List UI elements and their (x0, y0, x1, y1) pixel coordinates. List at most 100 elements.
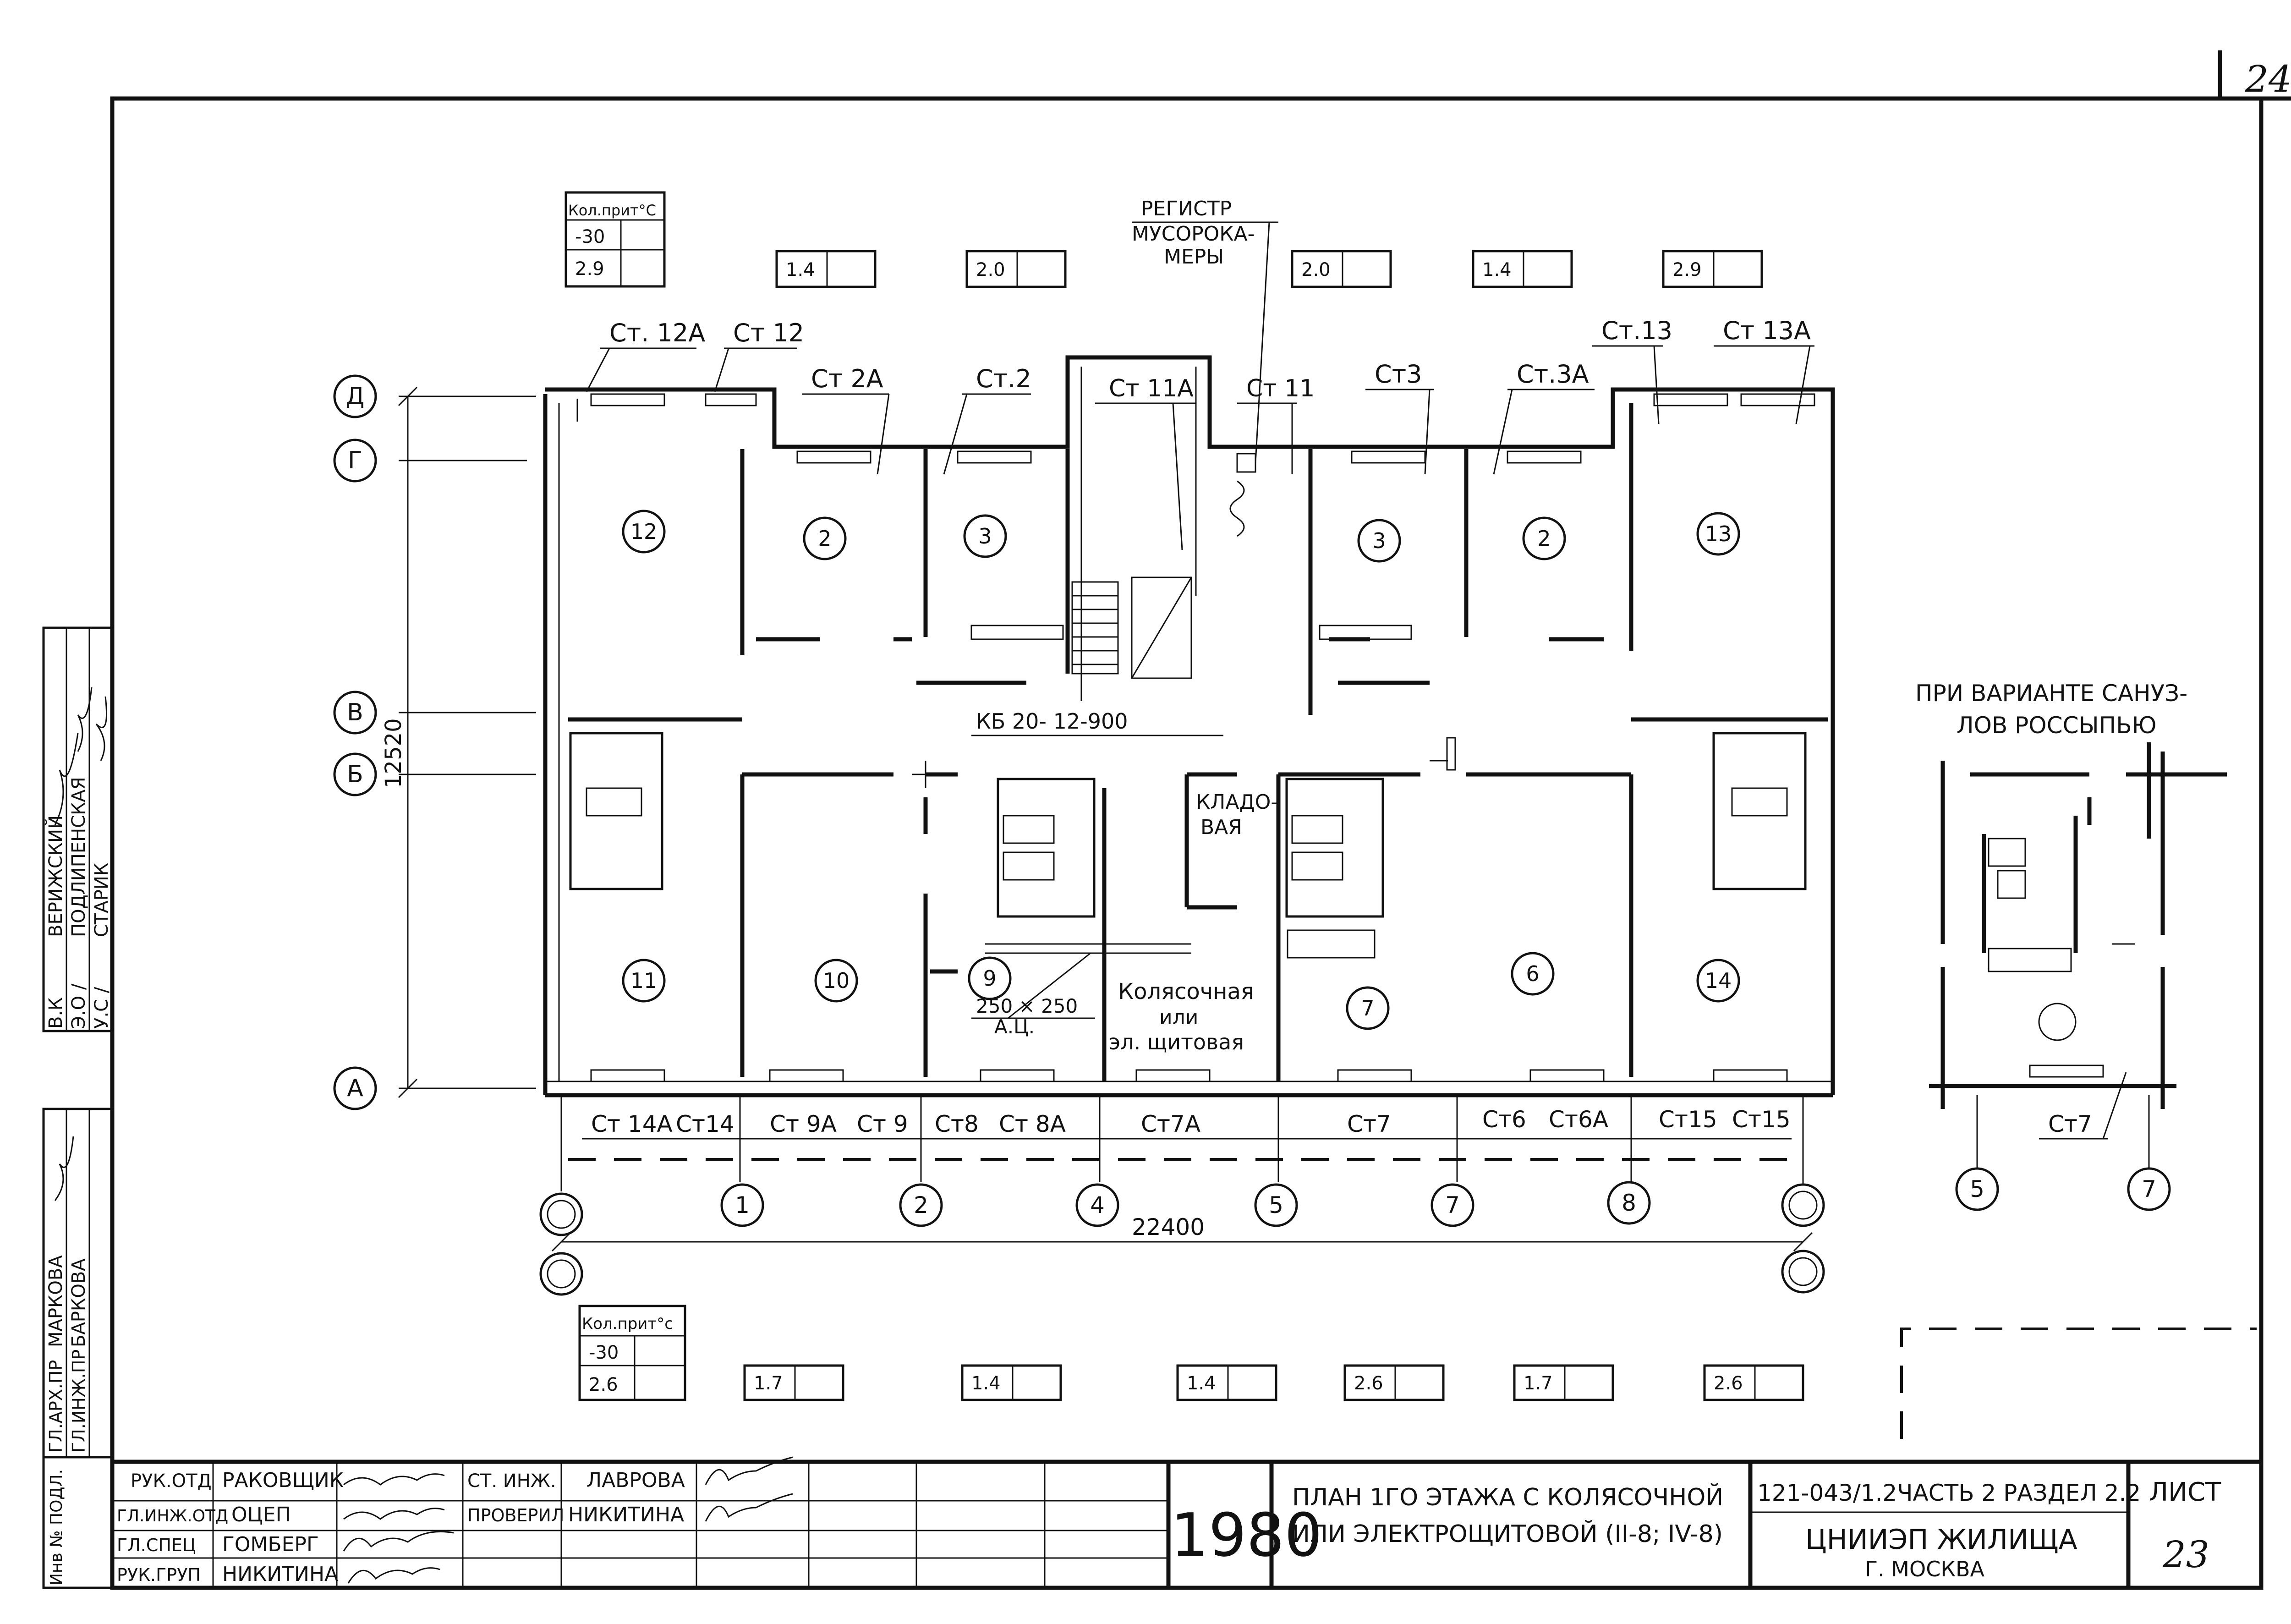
temp-top-value-1: 2.9 (575, 258, 604, 280)
variant-axis-5: 5 (1970, 1176, 1984, 1202)
variant-axis-7: 7 (2142, 1176, 2156, 1202)
strip-role-2: Э.О / (68, 983, 89, 1029)
riser-top-11: Ст 11 (1246, 375, 1315, 402)
riser-bottom-8: Ст8 (935, 1111, 979, 1137)
windows (590, 393, 1815, 1082)
riser-bottom-14: Ст14 (676, 1111, 734, 1137)
temp-top-value-5: 1.4 (1482, 259, 1512, 280)
stamp-area-outline (1900, 1328, 2257, 1439)
tb-year: 1980 (1171, 1500, 1322, 1570)
variant-title-1: ПРИ ВАРИАНТЕ САНУЗ- (1915, 680, 2187, 707)
riser-top-13a: Ст 13А (1723, 316, 1811, 345)
dim-height: 12520 (381, 718, 406, 788)
dim-width: 22400 (1132, 1214, 1205, 1240)
col-axis-7: 7 (1445, 1192, 1460, 1218)
temp-box-bottom-3: 1.4 (961, 1364, 1062, 1401)
room-12: 12 (630, 519, 658, 544)
column-axes: 1 2 4 5 7 8 22400 (539, 1095, 1825, 1296)
variant-inset: ПРИ ВАРИАНТЕ САНУЗ- ЛОВ РОССЫПЬЮ Ст7 5 7 (1915, 680, 2227, 1211)
tb-extra-role-1: СТ. ИНЖ. (467, 1470, 556, 1492)
pantry-line-2: ВАЯ (1200, 816, 1242, 839)
register-label: РЕГИСТР МУСОРОКА- МЕРЫ (1132, 197, 1278, 463)
riser-bottom-9: Ст 9 (857, 1111, 908, 1137)
riser-bottom-14a: Ст 14А (591, 1111, 673, 1137)
riser-bottom-9a: Ст 9А (770, 1111, 837, 1137)
temp-box-top-3: 2.0 (965, 250, 1067, 288)
col-axis-1: 1 (735, 1192, 750, 1218)
riser-bottom-7a: Ст7А (1141, 1111, 1200, 1137)
row-axes: Д Г В Б А 12520 (333, 374, 536, 1110)
duct-line-1: 250 × 250 (976, 995, 1078, 1017)
strip-role-1: В.К (45, 997, 66, 1029)
stroller-line-1: Колясочная (1118, 979, 1254, 1004)
temp-top-value-4: 2.0 (1301, 259, 1331, 280)
temp-table-bottom-left: Кол.прит°с -30 2.6 (578, 1305, 686, 1401)
temp-row1-bottom: -30 (589, 1342, 619, 1363)
approver-name-1: МАРКОВА (45, 1255, 66, 1347)
col-axis-2: 2 (914, 1192, 928, 1218)
room-9: 9 (983, 966, 996, 991)
temp-bottom-value-2: 1.7 (754, 1373, 783, 1394)
tb-role-3: ГЛ.СПЕЦ (117, 1535, 196, 1555)
plan-labels: КБ 20- 12-900 КЛАДО- ВАЯ Колясочная или … (971, 709, 1278, 1054)
sheet-number: 24 (2245, 58, 2291, 100)
strip-role-3: У.С / (91, 987, 112, 1029)
riser-top-12: Ст 12 (733, 318, 804, 347)
tb-extra-role-2: ПРОВЕРИЛ (467, 1505, 564, 1525)
temp-box-top-2: 1.4 (775, 250, 877, 288)
variant-title-2: ЛОВ РОССЫПЬЮ (1957, 712, 2156, 739)
temp-bottom-value-1: 2.6 (589, 1374, 618, 1395)
temp-box-bottom-4: 1.4 (1176, 1364, 1277, 1401)
strip-name-1: ВЕРИЖСКИЙ (44, 815, 66, 937)
tb-role-1: РУК.ОТД (131, 1470, 212, 1492)
temp-box-top-6: 2.9 (1662, 250, 1763, 288)
temp-bottom-value-5: 2.6 (1354, 1373, 1383, 1394)
tb-name-2: ОЦЕП (231, 1503, 291, 1526)
room-numbers: 12 2 3 3 2 13 11 10 9 7 6 14 (622, 510, 1740, 1030)
room-2-right: 2 (1537, 526, 1551, 551)
tb-extra-name-2: НИКИТИНА (568, 1503, 684, 1526)
temp-header-bottom: Кол.прит°с (582, 1315, 673, 1333)
riser-bottom-7: Ст7 (1347, 1111, 1391, 1137)
pantry-line-1: КЛАДО- (1196, 790, 1278, 814)
temp-box-bottom-6: 1.7 (1513, 1364, 1614, 1401)
strip-name-3: СТАРИК (91, 863, 112, 937)
left-approval-strip: В.К ВЕРИЖСКИЙ Э.О / ПОДЛИПЕНСКАЯ У.С / С… (42, 626, 114, 1589)
room-3-left: 3 (978, 524, 992, 549)
riser-top-3a: Ст.3А (1517, 360, 1589, 389)
stroller-line-2: или (1159, 1006, 1198, 1029)
top-riser-labels: Ст. 12А Ст 12 Ст 2А Ст.2 Ст 11А Ст 11 Ст… (586, 316, 1814, 550)
room-3-right: 3 (1372, 528, 1386, 553)
strip-name-2: ПОДЛИПЕНСКАЯ (68, 777, 89, 937)
inv-label: Инв № ПОДЛ. (47, 1469, 66, 1586)
temp-bottom-value-6: 1.7 (1524, 1373, 1553, 1394)
riser-bottom-15b: Ст15 (1732, 1106, 1791, 1133)
temp-box-bottom-2: 1.7 (743, 1364, 844, 1401)
col-axis-8: 8 (1622, 1190, 1636, 1216)
tb-title-1: ПЛАН 1ГО ЭТАЖА С КОЛЯСОЧНОЙ (1292, 1483, 1723, 1511)
col-axis-4: 4 (1090, 1192, 1105, 1218)
tb-role-2: ГЛ.ИНЖ.ОТД (117, 1507, 228, 1525)
register-line-2: МУСОРОКА- (1132, 222, 1255, 246)
stroller-line-3: эл. щитовая (1109, 1030, 1244, 1054)
riser-top-12a: Ст. 12А (609, 318, 705, 347)
temp-box-bottom-5: 2.6 (1343, 1364, 1445, 1401)
tb-title-2: ИЛИ ЭЛЕКТРОЩИТОВОЙ (II-8; IV-8) (1292, 1520, 1723, 1548)
title-block: РУК.ОТД РАКОВЩИК ГЛ.ИНЖ.ОТД ОЦЕП ГЛ.СПЕЦ… (112, 1456, 2261, 1588)
tb-name-4: НИКИТИНА (222, 1563, 338, 1586)
lintel-label: КБ 20- 12-900 (976, 709, 1128, 734)
riser-top-2a: Ст 2А (811, 364, 883, 393)
register-line-1: РЕГИСТР (1141, 197, 1232, 220)
tb-role-4: РУК.ГРУП (117, 1565, 201, 1585)
temp-box-bottom-7: 2.6 (1703, 1364, 1804, 1401)
axis-d: Д (346, 383, 365, 410)
temp-header: Кол.прит°C (568, 202, 656, 219)
approver-role-2: ГЛ.ИНЖ.ПР (69, 1350, 89, 1453)
register-line-3: МЕРЫ (1164, 245, 1224, 269)
duct-line-2: А.Ц. (994, 1015, 1035, 1038)
tb-city: Г. МОСКВА (1865, 1557, 1985, 1581)
room-13: 13 (1705, 521, 1732, 546)
room-11: 11 (630, 968, 658, 993)
tb-sheet-label: ЛИСТ (2149, 1477, 2221, 1507)
riser-top-13: Ст.13 (1601, 316, 1672, 345)
